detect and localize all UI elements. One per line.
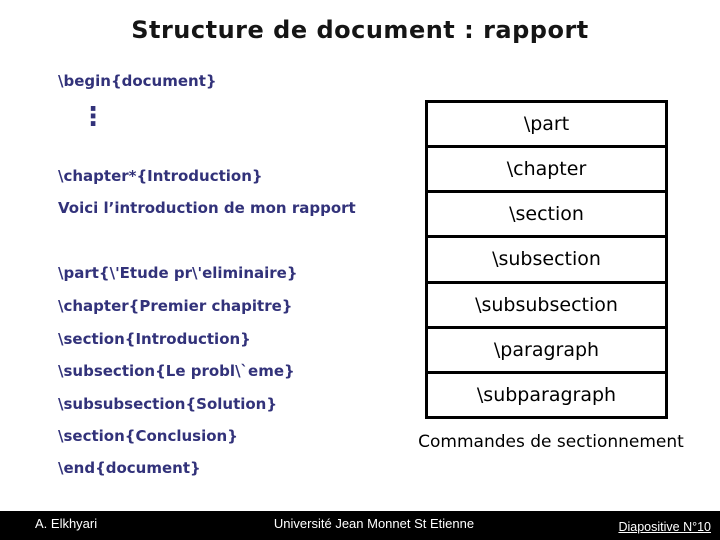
table-row-subsection: \subsection (428, 238, 665, 284)
table-row-subparagraph: \subparagraph (476, 383, 617, 406)
table-row-paragraph: \paragraph (428, 329, 665, 374)
slide-title: Structure de document : rapport (131, 16, 589, 44)
table-row-chapter: \chapter (428, 148, 665, 194)
code-line-chapter-star: \chapter*{Introduction} (58, 167, 263, 185)
code-line-intro-sentence: Voici l’introduction de mon rapport (58, 199, 356, 217)
table-row-subsubsection: \subsubsection (428, 284, 665, 329)
footer-author: A. Elkhyari (35, 516, 98, 531)
code-line-subsection: \subsection{Le probl\`eme} (58, 362, 295, 380)
code-line-part: \part{\'Etude pr\'eliminaire} (58, 264, 298, 282)
table-caption: Commandes de sectionnement (418, 432, 684, 452)
code-line-chapter: \chapter{Premier chapitre} (58, 297, 293, 315)
table-row-section: \section (428, 193, 665, 239)
footer-slide-number: Diapositive N°10 (618, 520, 711, 534)
table-row-part: \part (428, 103, 665, 149)
code-line-subsubsection: \subsubsection{Solution} (58, 395, 278, 413)
code-line-section-conclusion: \section{Conclusion} (58, 427, 238, 445)
footer-bar: A. Elkhyari Université Jean Monnet St Et… (0, 511, 720, 540)
footer-institution: Université Jean Monnet St Etienne (273, 516, 475, 531)
code-line-section-intro: \section{Introduction} (58, 330, 251, 348)
sectioning-commands-table: \part \chapter \section \subsection \sub… (425, 100, 668, 419)
code-line-begin-document: \begin{document} (58, 72, 217, 90)
vertical-ellipsis: ⋮ (80, 102, 106, 132)
code-line-end-document: \end{document} (58, 459, 201, 477)
